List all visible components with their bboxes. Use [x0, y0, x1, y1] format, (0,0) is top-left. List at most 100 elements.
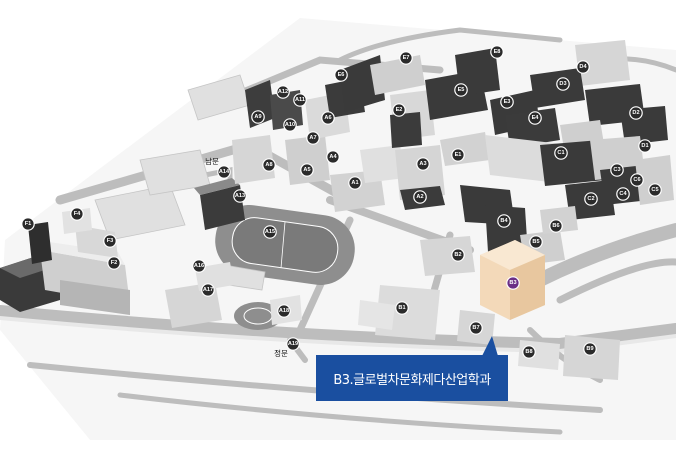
marker-label: A1: [351, 180, 358, 186]
marker-label: A17: [203, 287, 213, 293]
marker-A3[interactable]: A3: [416, 157, 430, 171]
marker-label: E6: [338, 72, 345, 78]
marker-label: B7: [472, 325, 479, 331]
marker-A4[interactable]: A4: [326, 150, 340, 164]
marker-label: A16: [194, 263, 204, 269]
marker-E1[interactable]: E1: [451, 148, 465, 162]
marker-C4[interactable]: C4: [616, 187, 630, 201]
marker-A15[interactable]: A15: [263, 225, 277, 239]
marker-D1[interactable]: D1: [638, 139, 652, 153]
marker-label: E2: [396, 107, 403, 113]
marker-F2[interactable]: F2: [107, 256, 121, 270]
marker-label: B5: [532, 239, 539, 245]
marker-B5[interactable]: B5: [529, 235, 543, 249]
marker-label: A5: [303, 167, 310, 173]
marker-A2[interactable]: A2: [413, 190, 427, 204]
marker-A9[interactable]: A9: [251, 110, 265, 124]
marker-label: B6: [552, 223, 559, 229]
marker-label: C1: [557, 150, 564, 156]
marker-label: A9: [254, 114, 261, 120]
marker-C6[interactable]: C6: [630, 173, 644, 187]
marker-E5[interactable]: E5: [454, 83, 468, 97]
marker-C3[interactable]: C3: [610, 163, 624, 177]
marker-label: E8: [494, 49, 501, 55]
marker-label: B3: [509, 280, 516, 286]
marker-B7[interactable]: B7: [469, 321, 483, 335]
marker-A7[interactable]: A7: [306, 131, 320, 145]
marker-label: A6: [324, 115, 331, 121]
marker-A16[interactable]: A16: [192, 259, 206, 273]
marker-A8[interactable]: A8: [262, 158, 276, 172]
marker-label: F3: [107, 238, 114, 244]
callout-pointer: [482, 336, 498, 356]
marker-C5[interactable]: C5: [648, 183, 662, 197]
marker-label: F4: [74, 211, 81, 217]
marker-B9[interactable]: B9: [583, 342, 597, 356]
marker-label: C5: [651, 187, 658, 193]
marker-label: C3: [613, 167, 620, 173]
marker-A6[interactable]: A6: [321, 111, 335, 125]
marker-label: E3: [504, 99, 511, 105]
marker-E8[interactable]: E8: [490, 45, 504, 59]
marker-label: F1: [25, 221, 32, 227]
marker-B6[interactable]: B6: [549, 219, 563, 233]
selected-building-callout[interactable]: B3.글로벌차문화제다산업학과: [316, 355, 508, 401]
building-markers: A1 A2 A3 A4 A5 A6 A7 A8 A9 A10 A11 A12 A…: [21, 45, 662, 359]
marker-C2[interactable]: C2: [584, 192, 598, 206]
marker-A19[interactable]: A19: [286, 337, 300, 351]
marker-label: B2: [454, 252, 461, 258]
marker-label: B4: [500, 218, 508, 224]
marker-B1[interactable]: B1: [395, 301, 409, 315]
marker-label: A4: [329, 154, 337, 160]
marker-label: F2: [111, 260, 118, 266]
marker-label: A2: [416, 194, 423, 200]
marker-C1[interactable]: C1: [554, 146, 568, 160]
marker-A1[interactable]: A1: [348, 176, 362, 190]
marker-E7[interactable]: E7: [399, 51, 413, 65]
marker-D4[interactable]: D4: [576, 60, 590, 74]
marker-D3[interactable]: D3: [556, 77, 570, 91]
marker-label: E5: [458, 87, 465, 93]
marker-B8[interactable]: B8: [522, 345, 536, 359]
marker-label: B9: [586, 346, 593, 352]
marker-label: B8: [525, 349, 532, 355]
gate-labels: 남문 정문: [205, 157, 288, 358]
marker-E4[interactable]: E4: [528, 111, 542, 125]
main-gate-label: 정문: [274, 348, 288, 358]
marker-A11[interactable]: A11: [293, 93, 307, 107]
marker-label: D4: [579, 64, 587, 70]
track-field: [215, 204, 355, 286]
marker-A14[interactable]: A14: [217, 165, 231, 179]
parking-lots: [94, 74, 266, 291]
marker-label: A18: [279, 308, 289, 314]
back-gate-label: 남문: [205, 157, 219, 166]
marker-label: A19: [288, 341, 298, 347]
marker-E3[interactable]: E3: [500, 95, 514, 109]
marker-label: A3: [419, 161, 426, 167]
marker-B2[interactable]: B2: [451, 248, 465, 262]
marker-label: A11: [295, 97, 305, 103]
marker-label: D2: [632, 110, 639, 116]
marker-A18[interactable]: A18: [277, 304, 291, 318]
marker-A12[interactable]: A12: [276, 85, 290, 99]
marker-E6[interactable]: E6: [334, 68, 348, 82]
marker-label: D1: [641, 143, 648, 149]
marker-A10[interactable]: A10: [283, 118, 297, 132]
marker-label: A12: [278, 89, 288, 95]
marker-B4[interactable]: B4: [497, 214, 511, 228]
marker-label: C2: [587, 196, 594, 202]
marker-A17[interactable]: A17: [201, 283, 215, 297]
marker-label: E1: [455, 152, 462, 158]
marker-label: A10: [285, 122, 295, 128]
marker-A13[interactable]: A13: [233, 189, 247, 203]
marker-F1[interactable]: F1: [21, 217, 35, 231]
marker-label: A7: [309, 135, 316, 141]
marker-D2[interactable]: D2: [629, 106, 643, 120]
marker-B3[interactable]: B3: [506, 276, 520, 290]
marker-F3[interactable]: F3: [103, 234, 117, 248]
marker-F4[interactable]: F4: [70, 207, 84, 221]
marker-label: A13: [235, 193, 245, 199]
marker-A5[interactable]: A5: [300, 163, 314, 177]
marker-E2[interactable]: E2: [392, 103, 406, 117]
